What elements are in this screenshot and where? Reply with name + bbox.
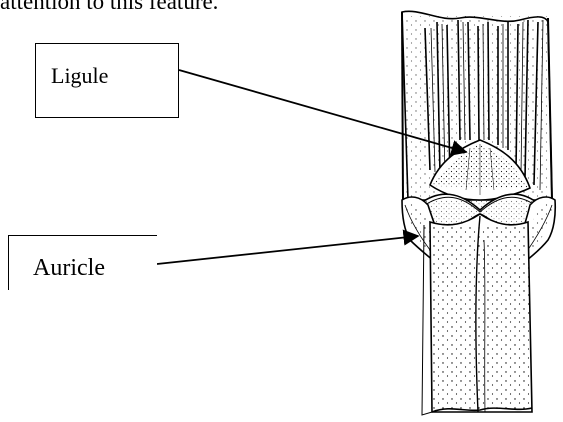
auricle-label-box: Auricle [8,235,157,290]
ligule-label: Ligule [51,63,108,89]
leaf-sheath [422,214,532,415]
auricle-arrow [157,236,418,264]
ligule-label-box: Ligule [35,43,179,118]
auricle-label: Auricle [33,255,105,282]
